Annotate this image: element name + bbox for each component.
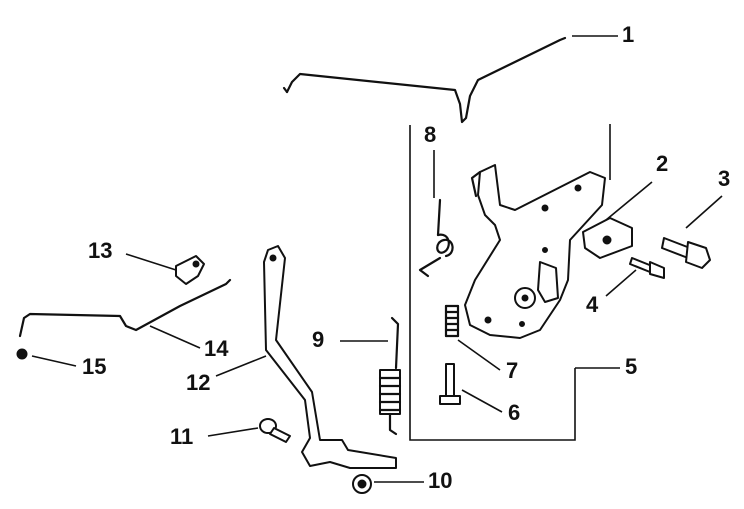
svg-text:12: 12 <box>186 370 210 395</box>
part-4-screw <box>629 257 665 279</box>
callout-2: 2 <box>605 151 668 221</box>
svg-text:11: 11 <box>170 424 193 449</box>
callout-10: 10 <box>374 468 452 493</box>
part-2-clip <box>582 217 633 259</box>
part-15-nut <box>16 348 28 360</box>
callout-5: 5 <box>575 354 637 379</box>
svg-text:9: 9 <box>312 327 324 352</box>
svg-text:1: 1 <box>622 22 634 47</box>
part-1-rod <box>282 36 567 124</box>
part-12-lever <box>263 245 397 469</box>
callout-15: 15 <box>31 354 106 379</box>
part-6-screw <box>439 363 461 405</box>
svg-text:2: 2 <box>656 151 668 176</box>
svg-text:5: 5 <box>625 354 637 379</box>
callout-3: 3 <box>685 166 730 229</box>
callout-4: 4 <box>586 269 637 317</box>
svg-text:4: 4 <box>586 292 599 317</box>
callout-14: 14 <box>149 325 229 361</box>
callout-9: 9 <box>312 327 388 352</box>
part-5-control-plate <box>464 164 606 339</box>
callout-12: 12 <box>186 355 267 395</box>
part-8-spring <box>418 198 454 278</box>
part-3-bolt <box>661 237 711 269</box>
part-14-rod <box>18 278 232 338</box>
part-13-clamp <box>175 255 205 285</box>
svg-text:15: 15 <box>82 354 106 379</box>
part-11-screw <box>259 418 291 443</box>
part-9-spring <box>378 316 402 436</box>
svg-text:14: 14 <box>204 336 229 361</box>
part-5-assembly-frame <box>409 124 611 441</box>
svg-text:7: 7 <box>506 358 518 383</box>
callout-11: 11 <box>170 424 259 449</box>
svg-text:10: 10 <box>428 468 452 493</box>
svg-text:13: 13 <box>88 238 112 263</box>
svg-text:6: 6 <box>508 400 520 425</box>
part-10-nut <box>352 474 372 494</box>
callout-1: 1 <box>572 22 634 47</box>
callout-8: 8 <box>424 122 436 198</box>
svg-text:8: 8 <box>424 122 436 147</box>
part-7-spring <box>444 304 460 338</box>
callout-7: 7 <box>457 339 518 383</box>
svg-text:3: 3 <box>718 166 730 191</box>
callout-13: 13 <box>88 238 177 271</box>
callout-6: 6 <box>461 389 520 425</box>
